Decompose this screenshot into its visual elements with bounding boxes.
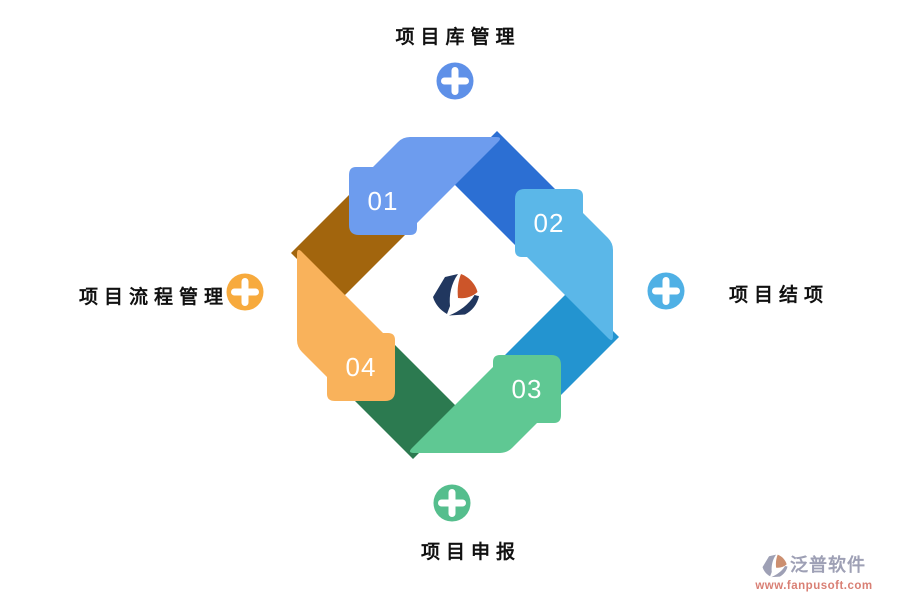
add-icon-right[interactable] xyxy=(646,271,686,311)
watermark-brand: 泛普软件 xyxy=(790,555,866,576)
add-icon-bottom[interactable] xyxy=(432,483,472,523)
add-icon-top[interactable] xyxy=(435,61,475,101)
node-label-right: 项目结项 xyxy=(728,285,830,306)
cycle-arrow-04 xyxy=(297,249,395,401)
cycle-arrows-svg: 01 02 03 04 xyxy=(291,131,619,459)
plus-glyph xyxy=(438,489,466,517)
cycle-arrow-03 xyxy=(409,355,561,453)
cycle-arrow-02 xyxy=(515,189,613,341)
plus-glyph xyxy=(441,67,469,95)
fanpu-watermark-logo-icon xyxy=(762,554,788,578)
cycle-diagram: 01 02 03 04 xyxy=(285,125,625,465)
plus-glyph xyxy=(231,278,259,306)
cycle-step-number-01: 01 xyxy=(368,186,399,216)
node-label-bottom: 项目申报 xyxy=(420,542,522,563)
watermark: 泛普软件 www.fanpusoft.com xyxy=(734,553,894,592)
cycle-step-number-02: 02 xyxy=(534,208,565,238)
cycle-step-number-04: 04 xyxy=(346,352,377,382)
plus-glyph xyxy=(652,277,680,305)
watermark-url: www.fanpusoft.com xyxy=(755,579,873,592)
cycle-step-number-03: 03 xyxy=(512,374,543,404)
fanpu-center-logo-icon xyxy=(433,274,479,316)
node-label-left: 项目流程管理 xyxy=(78,287,230,308)
cycle-arrow-01 xyxy=(349,137,501,235)
add-icon-left[interactable] xyxy=(225,272,265,312)
node-label-top: 项目库管理 xyxy=(395,27,521,48)
